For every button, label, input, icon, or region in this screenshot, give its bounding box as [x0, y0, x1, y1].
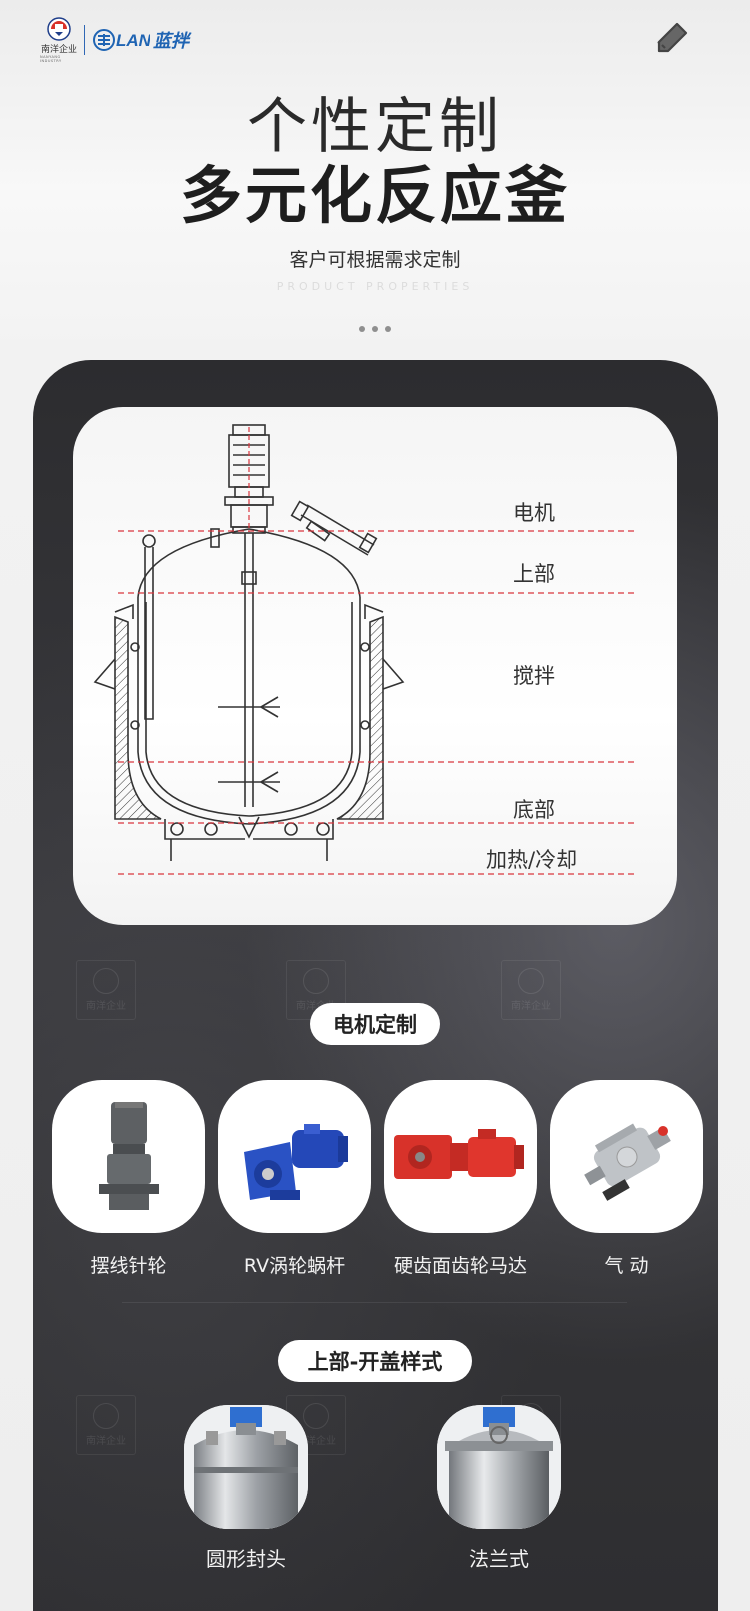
motor-option-label: 摆线针轮: [90, 1255, 167, 1277]
label-agitator: 搅拌: [513, 664, 555, 688]
lanban-logo-text: 蓝拌: [153, 31, 189, 52]
watermark-emblem-icon: [93, 968, 119, 994]
reactor-diagram-icon: [93, 424, 637, 875]
hero-subtitle: 客户可根据需求定制: [289, 249, 461, 271]
logo-divider: [84, 25, 85, 55]
top-section-title: 上部-开盖样式: [278, 1340, 472, 1382]
watermark-emblem-icon: [303, 1403, 329, 1429]
dot: [359, 326, 365, 332]
motor-option-rv-worm[interactable]: RV涡轮蜗杆: [218, 1080, 371, 1278]
watermark-text: 南洋企业: [86, 1001, 126, 1012]
motor-option-pneumatic[interactable]: 气 动: [550, 1080, 703, 1278]
flange-lid-icon: [437, 1405, 561, 1529]
hard-gear-motor-icon: [393, 1128, 524, 1179]
motor-image: [218, 1080, 371, 1233]
hero-title-line1: 个性定制: [247, 92, 503, 162]
lid-option-round-head[interactable]: 圆形封头: [181, 1405, 311, 1572]
lid-image: [184, 1405, 308, 1529]
dot: [385, 326, 391, 332]
watermark-text: 南洋企业: [511, 1001, 551, 1012]
brand-logos: 南洋企业 NANYANG INDUSTRY LAN 蓝拌: [40, 17, 189, 63]
watermark-emblem-icon: [303, 968, 329, 994]
watermark: 南洋企业: [501, 960, 561, 1020]
rv-worm-motor-icon: [243, 1123, 348, 1200]
label-top: 上部: [513, 562, 555, 586]
edit-button[interactable]: [652, 18, 692, 58]
hero-subtitle-en: PRODUCT PROPERTIES: [276, 280, 474, 293]
watermark: 南洋企业: [76, 960, 136, 1020]
nanyang-logo-subtext: NANYANG INDUSTRY: [40, 55, 62, 63]
round-head-lid-icon: [184, 1405, 308, 1529]
motor-image: [52, 1080, 205, 1233]
watermark-emblem-icon: [93, 1403, 119, 1429]
lanban-logo: LAN 蓝拌: [92, 25, 189, 55]
label-motor: 电机: [513, 501, 555, 525]
motor-section-title: 电机定制: [310, 1003, 440, 1045]
motor-option-label: RV涡轮蜗杆: [243, 1255, 346, 1277]
nanyang-logo: 南洋企业 NANYANG INDUSTRY: [40, 17, 78, 63]
motor-option-label: 硬齿面齿轮马达: [393, 1255, 527, 1277]
motor-option-hard-gear[interactable]: 硬齿面齿轮马达: [384, 1080, 537, 1278]
lid-option-label: 法兰式: [469, 1547, 529, 1571]
motor-option-label: 气 动: [604, 1255, 649, 1277]
nanyang-emblem-icon: [47, 17, 71, 41]
hero-title-line2: 多元化反应釜: [179, 159, 570, 232]
watermark: 南洋企业: [76, 1395, 136, 1455]
watermark-text: 南洋企业: [296, 1001, 336, 1012]
cycloidal-motor-icon: [98, 1101, 159, 1210]
pencil-ruler-icon: [657, 22, 688, 53]
svg-text:LAN: LAN: [116, 31, 150, 50]
section-divider: [122, 1302, 627, 1303]
reactor-diagram-card: 电机 上部 搅拌 底部 加热/冷却: [73, 407, 677, 925]
dot: [372, 326, 378, 332]
lid-option-label: 圆形封头: [206, 1547, 286, 1571]
lanban-emblem-icon: [93, 29, 115, 51]
label-bottom: 底部: [513, 798, 555, 822]
motor-image: [550, 1080, 703, 1233]
lid-image: [437, 1405, 561, 1529]
label-heating-cooling: 加热/冷却: [486, 848, 578, 872]
motor-option-cycloidal[interactable]: 摆线针轮: [52, 1080, 205, 1278]
page-dots: [0, 326, 750, 332]
lanban-wordmark-icon: LAN: [116, 31, 150, 50]
nanyang-logo-text: 南洋企业: [40, 45, 77, 55]
watermark-text: 南洋企业: [296, 1436, 336, 1447]
pneumatic-motor-icon: [583, 1122, 671, 1201]
watermark-emblem-icon: [518, 968, 544, 994]
lid-option-flange[interactable]: 法兰式: [434, 1405, 564, 1572]
motor-image: [384, 1080, 537, 1233]
watermark-text: 南洋企业: [86, 1436, 126, 1447]
